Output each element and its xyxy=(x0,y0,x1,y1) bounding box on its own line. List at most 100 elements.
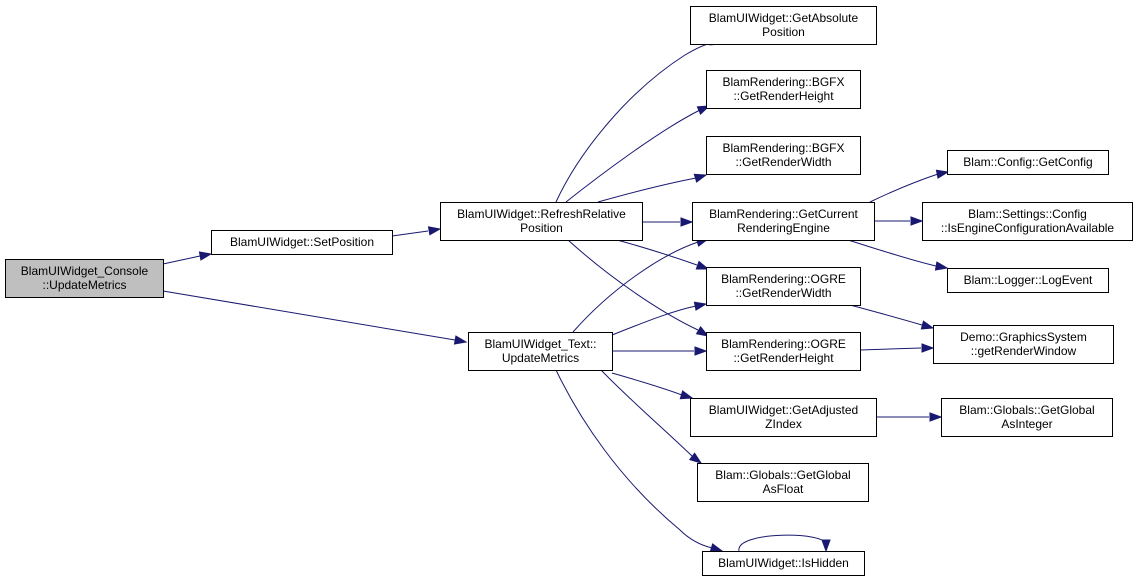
node-ogre-get-render-width[interactable]: BlamRendering::OGRE::GetRenderWidth xyxy=(706,267,861,306)
node-console-update-metrics[interactable]: BlamUIWidget_Console::UpdateMetrics xyxy=(5,259,164,298)
node-label-line: AsFloat xyxy=(763,482,804,496)
arrowhead-icon xyxy=(821,539,831,553)
edge-text-update-metrics-to-ogre-get-render-height xyxy=(612,346,708,356)
edge-line xyxy=(565,109,701,203)
edge-text-update-metrics-to-ogre-get-render-width xyxy=(611,301,708,336)
node-box xyxy=(440,202,643,241)
node-box xyxy=(211,230,393,255)
node-label-line: UpdateMetrics xyxy=(502,351,579,365)
node-label-line: BlamUIWidget::GetAbsolute xyxy=(709,11,859,25)
node-box xyxy=(922,202,1133,241)
node-label-line: BlamRendering::BGFX xyxy=(722,141,844,155)
edge-refresh-relative-position-to-get-current-rendering-engine xyxy=(642,217,694,227)
edge-refresh-relative-position-to-ogre-get-render-height xyxy=(567,239,710,337)
node-label-line: BlamUIWidget::RefreshRelative xyxy=(457,207,626,221)
nodes-layer: BlamUIWidget_Console::UpdateMetricsBlamU… xyxy=(5,6,1133,576)
node-label-line: BlamUIWidget::SetPosition xyxy=(230,235,374,249)
node-label-line: Position xyxy=(520,221,563,235)
node-label-line: AsInteger xyxy=(1001,417,1052,431)
node-box xyxy=(468,332,613,371)
node-label-line: RenderingEngine xyxy=(737,221,830,235)
edge-get-current-rendering-engine-to-logger-log-event xyxy=(847,239,949,271)
arrowhead-icon xyxy=(934,261,949,271)
node-label-line: BlamRendering::GetCurrent xyxy=(709,207,858,221)
node-label-line: BlamUIWidget_Text:: xyxy=(484,337,596,351)
node-box xyxy=(690,6,877,45)
node-label-line: Blam::Logger::LogEvent xyxy=(964,273,1093,287)
node-label-line: ::UpdateMetrics xyxy=(42,278,126,292)
node-is-hidden[interactable]: BlamUIWidget::IsHidden xyxy=(702,551,865,576)
node-get-render-window[interactable]: Demo::GraphicsSystem::getRenderWindow xyxy=(933,325,1114,364)
edge-set-position-to-refresh-relative-position xyxy=(391,226,442,237)
edge-is-hidden-to-is-hidden xyxy=(738,534,831,553)
edge-line xyxy=(391,230,429,237)
node-label-line: Blam::Config::GetConfig xyxy=(963,155,1092,169)
edge-text-update-metrics-to-get-global-as-float xyxy=(600,369,703,464)
node-set-position[interactable]: BlamUIWidget::SetPosition xyxy=(211,230,393,255)
edge-line xyxy=(859,347,922,351)
arrowhead-icon xyxy=(694,346,708,356)
node-logger-log-event[interactable]: Blam::Logger::LogEvent xyxy=(947,268,1109,293)
node-label-line: ::GetRenderHeight xyxy=(733,351,834,365)
arrowhead-icon xyxy=(679,390,694,400)
arrowhead-icon xyxy=(935,169,950,179)
arrowhead-icon xyxy=(920,320,935,330)
arrowhead-icon xyxy=(929,412,943,422)
arrowhead-icon xyxy=(693,173,708,183)
node-label-line: BlamRendering::BGFX xyxy=(722,75,844,89)
node-label-line: BlamUIWidget_Console xyxy=(21,264,149,278)
edge-line xyxy=(600,369,694,458)
node-label-line: ::GetRenderWidth xyxy=(735,286,831,300)
edge-text-update-metrics-to-get-adjusted-zindex xyxy=(611,372,694,400)
node-label-line: Position xyxy=(762,25,805,39)
arrowhead-icon xyxy=(910,216,924,226)
edge-line xyxy=(162,255,201,265)
edge-line xyxy=(616,239,698,266)
edge-line xyxy=(567,239,699,331)
node-ogre-get-render-height[interactable]: BlamRendering::OGRE::GetRenderHeight xyxy=(706,332,861,371)
edge-text-update-metrics-to-get-current-rendering-engine xyxy=(572,237,710,333)
node-label-line: BlamRendering::OGRE xyxy=(721,272,846,286)
edge-line xyxy=(555,41,716,203)
node-label-line: BlamUIWidget::IsHidden xyxy=(718,556,849,570)
node-text-update-metrics[interactable]: BlamUIWidget_Text::UpdateMetrics xyxy=(468,332,613,371)
node-bgfx-get-render-width[interactable]: BlamRendering::BGFX::GetRenderWidth xyxy=(706,136,861,175)
node-box xyxy=(702,551,865,576)
edge-line xyxy=(611,372,683,396)
arrowhead-icon xyxy=(709,543,724,553)
node-label-line: Demo::GraphicsSystem xyxy=(960,330,1087,344)
node-config-get-config[interactable]: Blam::Config::GetConfig xyxy=(947,150,1109,175)
node-box xyxy=(706,70,861,109)
node-label-line: Blam::Globals::GetGlobal xyxy=(715,468,850,482)
node-box xyxy=(5,259,164,298)
edge-get-adjusted-zindex-to-get-global-as-integer xyxy=(876,412,943,422)
edge-line xyxy=(611,305,697,336)
edge-get-current-rendering-engine-to-is-engine-configuration-available xyxy=(874,216,924,226)
node-box xyxy=(692,202,875,241)
arrowhead-icon xyxy=(688,452,703,464)
node-is-engine-configuration-available[interactable]: Blam::Settings::Config::IsEngineConfigur… xyxy=(922,202,1133,241)
edge-line xyxy=(597,177,697,203)
edge-ogre-get-render-width-to-get-render-window xyxy=(849,304,935,330)
arrowhead-icon xyxy=(453,335,468,345)
arrowhead-icon xyxy=(695,326,710,337)
arrowhead-icon xyxy=(198,251,213,261)
node-label-line: ::GetRenderWidth xyxy=(735,155,831,169)
node-label-line: ::getRenderWindow xyxy=(971,344,1077,358)
edge-console-update-metrics-to-set-position xyxy=(162,251,213,265)
arrowhead-icon xyxy=(695,260,710,270)
node-box xyxy=(941,398,1113,437)
arrowhead-icon xyxy=(921,343,935,353)
edge-refresh-relative-position-to-bgfx-get-render-width xyxy=(597,173,708,203)
node-bgfx-get-render-height[interactable]: BlamRendering::BGFX::GetRenderHeight xyxy=(706,70,861,109)
node-box xyxy=(690,398,877,437)
edge-line xyxy=(572,241,699,333)
node-box xyxy=(697,463,869,502)
